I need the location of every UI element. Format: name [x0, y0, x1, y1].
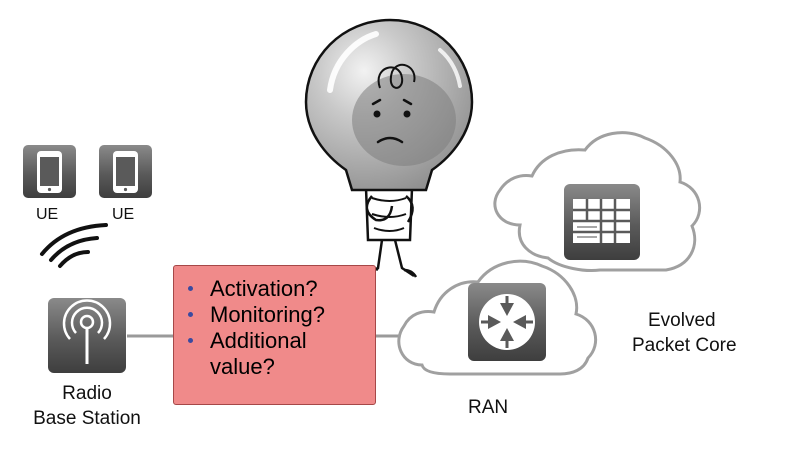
base-station-label: Radio — [42, 381, 132, 406]
bullet-icon — [188, 312, 193, 317]
smartphone-icon — [99, 145, 152, 198]
router-arrows-icon — [468, 283, 546, 361]
ue-left-label: UE — [36, 206, 59, 223]
bullet-icon — [188, 338, 193, 343]
question-item: Additional — [184, 328, 369, 354]
question-text: Activation? — [210, 276, 318, 301]
question-text: Monitoring? — [210, 302, 325, 327]
question-item: Monitoring? — [184, 302, 369, 328]
grid-table-icon — [564, 184, 640, 260]
epc-label-line1: Evolved — [648, 310, 716, 331]
question-list: Activation? Monitoring? Additional value… — [184, 276, 369, 380]
question-box: Activation? Monitoring? Additional value… — [173, 265, 376, 405]
question-item-cont: value? — [184, 354, 369, 380]
confused-lightbulb-icon — [304, 18, 474, 278]
bullet-icon — [188, 286, 193, 291]
question-text: Additional — [210, 328, 307, 353]
wireless-signal-icon — [40, 223, 108, 268]
smartphone-icon — [23, 145, 76, 198]
question-item: Activation? — [184, 276, 369, 302]
base-station-label-2: Base Station — [20, 406, 154, 431]
base-station-label-line1: Radio — [62, 383, 112, 404]
base-station-label-line2: Base Station — [33, 408, 141, 429]
ue-right-label: UE — [112, 206, 135, 223]
radio-tower-icon — [48, 298, 126, 373]
epc-label-line2: Packet Core — [632, 335, 737, 356]
ran-label: RAN — [468, 397, 509, 418]
question-text: value? — [210, 354, 275, 379]
